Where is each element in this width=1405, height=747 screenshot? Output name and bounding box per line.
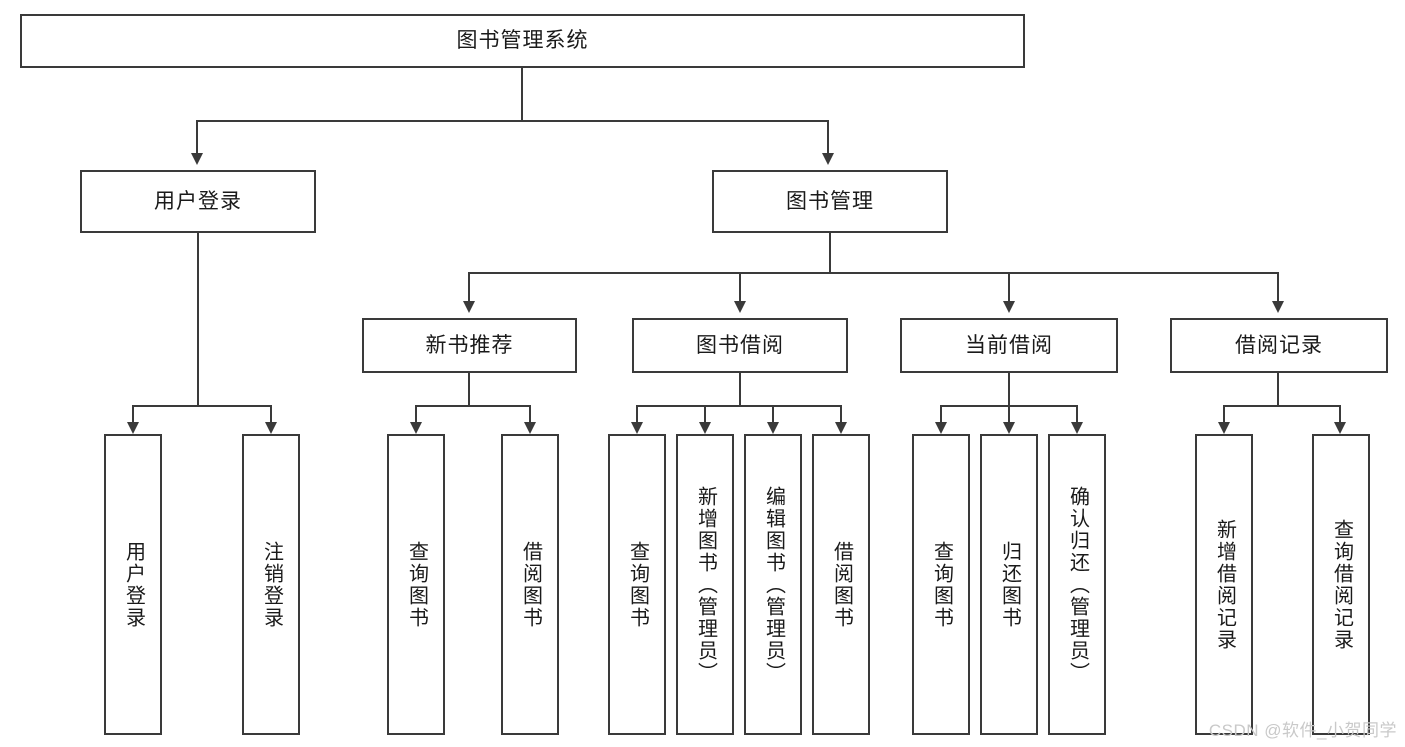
- connector-user-login-leaf1: [132, 405, 134, 422]
- connector-record-leaf1: [1223, 405, 1225, 422]
- connector-root-to-user-login: [196, 120, 198, 153]
- connector-recommend-leaf1: [415, 405, 417, 422]
- node-leaf-user-logout-label: 注销登录: [260, 540, 283, 629]
- connector-recommend-bus: [415, 405, 531, 407]
- node-leaf-query-book-2-label: 查询图书: [626, 540, 649, 629]
- node-leaf-edit-book-label: 编辑图书（管理员）: [762, 485, 785, 684]
- connector-user-login-leaf2: [270, 405, 272, 422]
- arrowhead-current-borrow: [1003, 301, 1015, 313]
- node-user-login[interactable]: 用户登录: [80, 170, 316, 233]
- node-leaf-add-record-label: 新增借阅记录: [1213, 518, 1236, 651]
- connector-user-login-bus: [132, 405, 271, 407]
- arrowhead-leaf-query-book-3: [935, 422, 947, 434]
- arrowhead-leaf-query-book-1: [410, 422, 422, 434]
- node-leaf-borrow-book-2[interactable]: 借阅图书: [812, 434, 870, 735]
- connector-book-manage-stem: [829, 233, 831, 272]
- node-leaf-borrow-book-1[interactable]: 借阅图书: [501, 434, 559, 735]
- arrowhead-leaf-confirm-return: [1071, 422, 1083, 434]
- node-leaf-query-record[interactable]: 查询借阅记录: [1312, 434, 1370, 735]
- connector-bm-to-recommend: [468, 272, 470, 301]
- connector-borrow-stem: [739, 373, 741, 405]
- node-leaf-add-record[interactable]: 新增借阅记录: [1195, 434, 1253, 735]
- node-leaf-query-book-1-label: 查询图书: [405, 540, 428, 629]
- node-leaf-query-book-2[interactable]: 查询图书: [608, 434, 666, 735]
- node-leaf-edit-book[interactable]: 编辑图书（管理员）: [744, 434, 802, 735]
- node-new-book-recommend[interactable]: 新书推荐: [362, 318, 577, 373]
- connector-current-stem: [1008, 373, 1010, 405]
- arrowhead-book-manage: [822, 153, 834, 165]
- connector-root-bus: [196, 120, 827, 122]
- node-leaf-borrow-book-2-label: 借阅图书: [830, 540, 853, 629]
- node-root-label: 图书管理系统: [456, 29, 589, 53]
- arrowhead-leaf-add-book: [699, 422, 711, 434]
- connector-bm-to-record: [1277, 272, 1279, 301]
- node-borrow-record[interactable]: 借阅记录: [1170, 318, 1388, 373]
- node-leaf-return-book-label: 归还图书: [998, 540, 1021, 629]
- node-leaf-user-logout[interactable]: 注销登录: [242, 434, 300, 735]
- node-leaf-query-record-label: 查询借阅记录: [1330, 518, 1353, 651]
- arrowhead-leaf-user-logout: [265, 422, 277, 434]
- arrowhead-new-book-recommend: [463, 301, 475, 313]
- connector-book-manage-bus: [468, 272, 1279, 274]
- arrowhead-leaf-query-record: [1334, 422, 1346, 434]
- arrowhead-leaf-return-book: [1003, 422, 1015, 434]
- node-book-manage-label: 图书管理: [786, 189, 874, 213]
- arrowhead-leaf-borrow-book-1: [524, 422, 536, 434]
- connector-borrow-bus: [636, 405, 841, 407]
- connector-record-bus: [1223, 405, 1341, 407]
- connector-recommend-leaf2: [529, 405, 531, 422]
- node-current-borrow[interactable]: 当前借阅: [900, 318, 1118, 373]
- node-leaf-user-login[interactable]: 用户登录: [104, 434, 162, 735]
- node-new-book-recommend-label: 新书推荐: [425, 333, 514, 357]
- node-leaf-query-book-3-label: 查询图书: [930, 540, 953, 629]
- connector-borrow-leaf2: [704, 405, 706, 422]
- connector-current-leaf2: [1008, 405, 1010, 422]
- node-leaf-add-book-label: 新增图书（管理员）: [694, 485, 717, 684]
- node-leaf-return-book[interactable]: 归还图书: [980, 434, 1038, 735]
- node-leaf-confirm-return-label: 确认归还（管理员）: [1066, 485, 1089, 684]
- connector-record-stem: [1277, 373, 1279, 405]
- connector-current-leaf3: [1076, 405, 1078, 422]
- node-book-borrow-label: 图书借阅: [696, 333, 784, 357]
- connector-user-login-stem: [197, 233, 199, 405]
- arrowhead-leaf-borrow-book-2: [835, 422, 847, 434]
- arrowhead-leaf-edit-book: [767, 422, 779, 434]
- node-leaf-confirm-return[interactable]: 确认归还（管理员）: [1048, 434, 1106, 735]
- connector-root-stem: [521, 68, 523, 120]
- connector-record-leaf2: [1339, 405, 1341, 422]
- connector-borrow-leaf4: [840, 405, 842, 422]
- node-book-borrow[interactable]: 图书借阅: [632, 318, 848, 373]
- node-current-borrow-label: 当前借阅: [965, 333, 1053, 357]
- arrowhead-leaf-query-book-2: [631, 422, 643, 434]
- connector-borrow-leaf3: [772, 405, 774, 422]
- arrowhead-user-login: [191, 153, 203, 165]
- node-leaf-add-book[interactable]: 新增图书（管理员）: [676, 434, 734, 735]
- node-leaf-query-book-1[interactable]: 查询图书: [387, 434, 445, 735]
- connector-bm-to-borrow: [739, 272, 741, 301]
- connector-current-leaf1: [940, 405, 942, 422]
- node-leaf-query-book-3[interactable]: 查询图书: [912, 434, 970, 735]
- node-leaf-user-login-label: 用户登录: [122, 540, 145, 629]
- arrowhead-book-borrow: [734, 301, 746, 313]
- node-root[interactable]: 图书管理系统: [20, 14, 1025, 68]
- node-leaf-borrow-book-1-label: 借阅图书: [519, 540, 542, 629]
- connector-borrow-leaf1: [636, 405, 638, 422]
- node-book-manage[interactable]: 图书管理: [712, 170, 948, 233]
- node-user-login-label: 用户登录: [154, 189, 242, 213]
- connector-recommend-stem: [468, 373, 470, 405]
- connector-bm-to-current: [1008, 272, 1010, 301]
- connector-root-to-book-manage: [827, 120, 829, 153]
- node-borrow-record-label: 借阅记录: [1235, 333, 1323, 357]
- arrowhead-leaf-user-login: [127, 422, 139, 434]
- arrowhead-borrow-record: [1272, 301, 1284, 313]
- arrowhead-leaf-add-record: [1218, 422, 1230, 434]
